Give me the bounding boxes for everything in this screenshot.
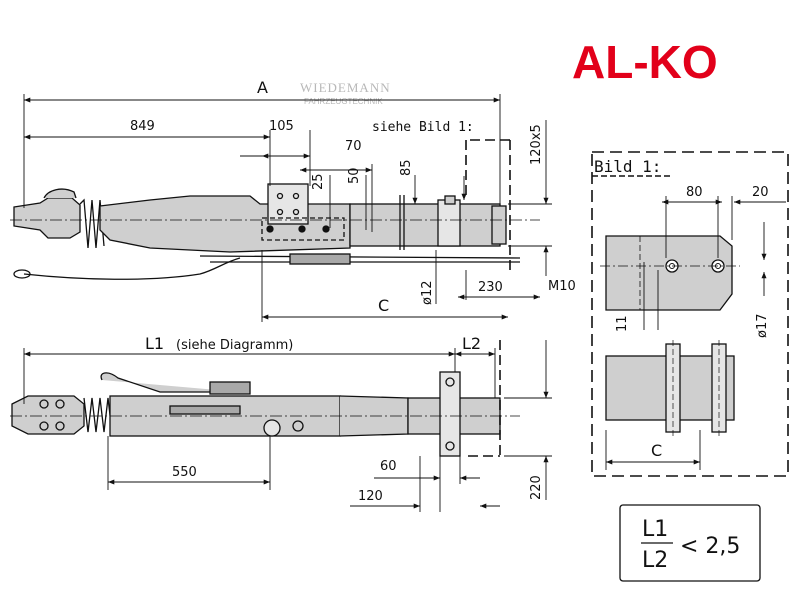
detail-dim-80: 80 [686, 185, 703, 200]
dim-85: 85 [399, 159, 414, 176]
detail-dim-phi17: ø17 [755, 314, 770, 339]
top-handbrake [100, 372, 240, 393]
side-coupling-handle [43, 188, 77, 199]
side-coupling-head [13, 197, 81, 239]
side-bellows [79, 198, 105, 249]
side-drawbar [99, 195, 351, 253]
detail-dim-20: 20 [752, 185, 769, 200]
dim-m10: M10 [548, 279, 576, 294]
dim-230: 230 [478, 280, 503, 295]
dim-120x5: 120x5 [529, 124, 544, 165]
top-view [10, 340, 520, 457]
side-dimensions [23, 94, 552, 322]
side-view [10, 183, 540, 280]
side-brake-rod [199, 255, 521, 259]
top-dimensions [23, 340, 552, 512]
dim-50: 50 [347, 167, 362, 184]
see-detail-label: siehe Bild 1: [372, 120, 474, 135]
dim-l1-note: (siehe Diagramm) [176, 338, 293, 353]
dim-105: 105 [269, 119, 294, 134]
detail-dim-c: C [651, 441, 662, 460]
dim-70: 70 [345, 139, 362, 154]
watermark-line2: FAHRZEUGTECHNIK [304, 97, 383, 106]
ratio-denominator: L2 [642, 548, 668, 573]
detail-dimensions [605, 196, 786, 470]
dim-l1: L1 [145, 334, 164, 353]
dim-c: C [378, 296, 389, 315]
ratio-box: L1 L2 < 2,5 [619, 504, 761, 582]
dim-phi12: ø12 [420, 281, 435, 306]
watermark-line1: WIEDEMANN [300, 80, 391, 95]
top-flange [439, 371, 461, 457]
detail-box [591, 151, 789, 477]
watermark: WIEDEMANN FAHRZEUGTECHNIK [300, 80, 391, 106]
logo-text: AL-KO [572, 36, 718, 88]
dim-25: 25 [311, 173, 326, 190]
side-mount-plate [267, 183, 309, 225]
dim-60: 60 [380, 459, 397, 474]
top-coupling-head [11, 395, 85, 435]
detail-tube-side [605, 235, 733, 311]
side-cable [23, 257, 241, 280]
dim-220: 220 [529, 475, 544, 500]
dim-a: A [257, 78, 268, 97]
ratio-relation: < 2,5 [680, 534, 740, 559]
detail-title: Bild 1: [594, 157, 661, 176]
side-square-tube [349, 203, 501, 247]
side-tube-end [491, 205, 507, 245]
ratio-numerator: L1 [642, 517, 668, 542]
dim-550: 550 [172, 465, 197, 480]
dim-849: 849 [130, 119, 155, 134]
detail-dim-11: 11 [615, 315, 630, 332]
dim-l2: L2 [462, 334, 481, 353]
side-bracket [437, 199, 461, 247]
alko-logo: AL-KO [572, 36, 718, 88]
top-bellows [83, 397, 113, 433]
dim-120: 120 [358, 489, 383, 504]
